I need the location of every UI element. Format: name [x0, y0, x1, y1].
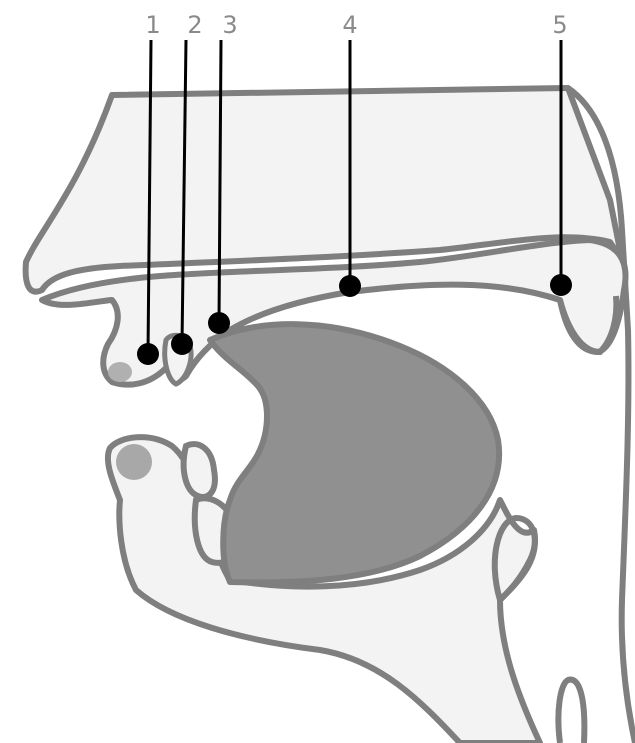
label-5: 5: [552, 11, 567, 39]
upper-lip-highlight: [108, 362, 132, 382]
label-4: 4: [342, 11, 357, 39]
leader-line-3: [219, 40, 221, 323]
marker-dot-3: [208, 312, 230, 334]
lower-lip-highlight: [116, 444, 152, 480]
lower-tooth-front: [184, 444, 215, 497]
marker-dot-4: [339, 275, 361, 297]
larynx-loop: [558, 680, 584, 743]
label-2: 2: [187, 11, 202, 39]
marker-dot-1: [137, 343, 159, 365]
label-3: 3: [222, 11, 237, 39]
tongue: [210, 324, 499, 582]
marker-dot-2: [171, 333, 193, 355]
label-1: 1: [145, 11, 160, 39]
marker-dot-5: [550, 274, 572, 296]
